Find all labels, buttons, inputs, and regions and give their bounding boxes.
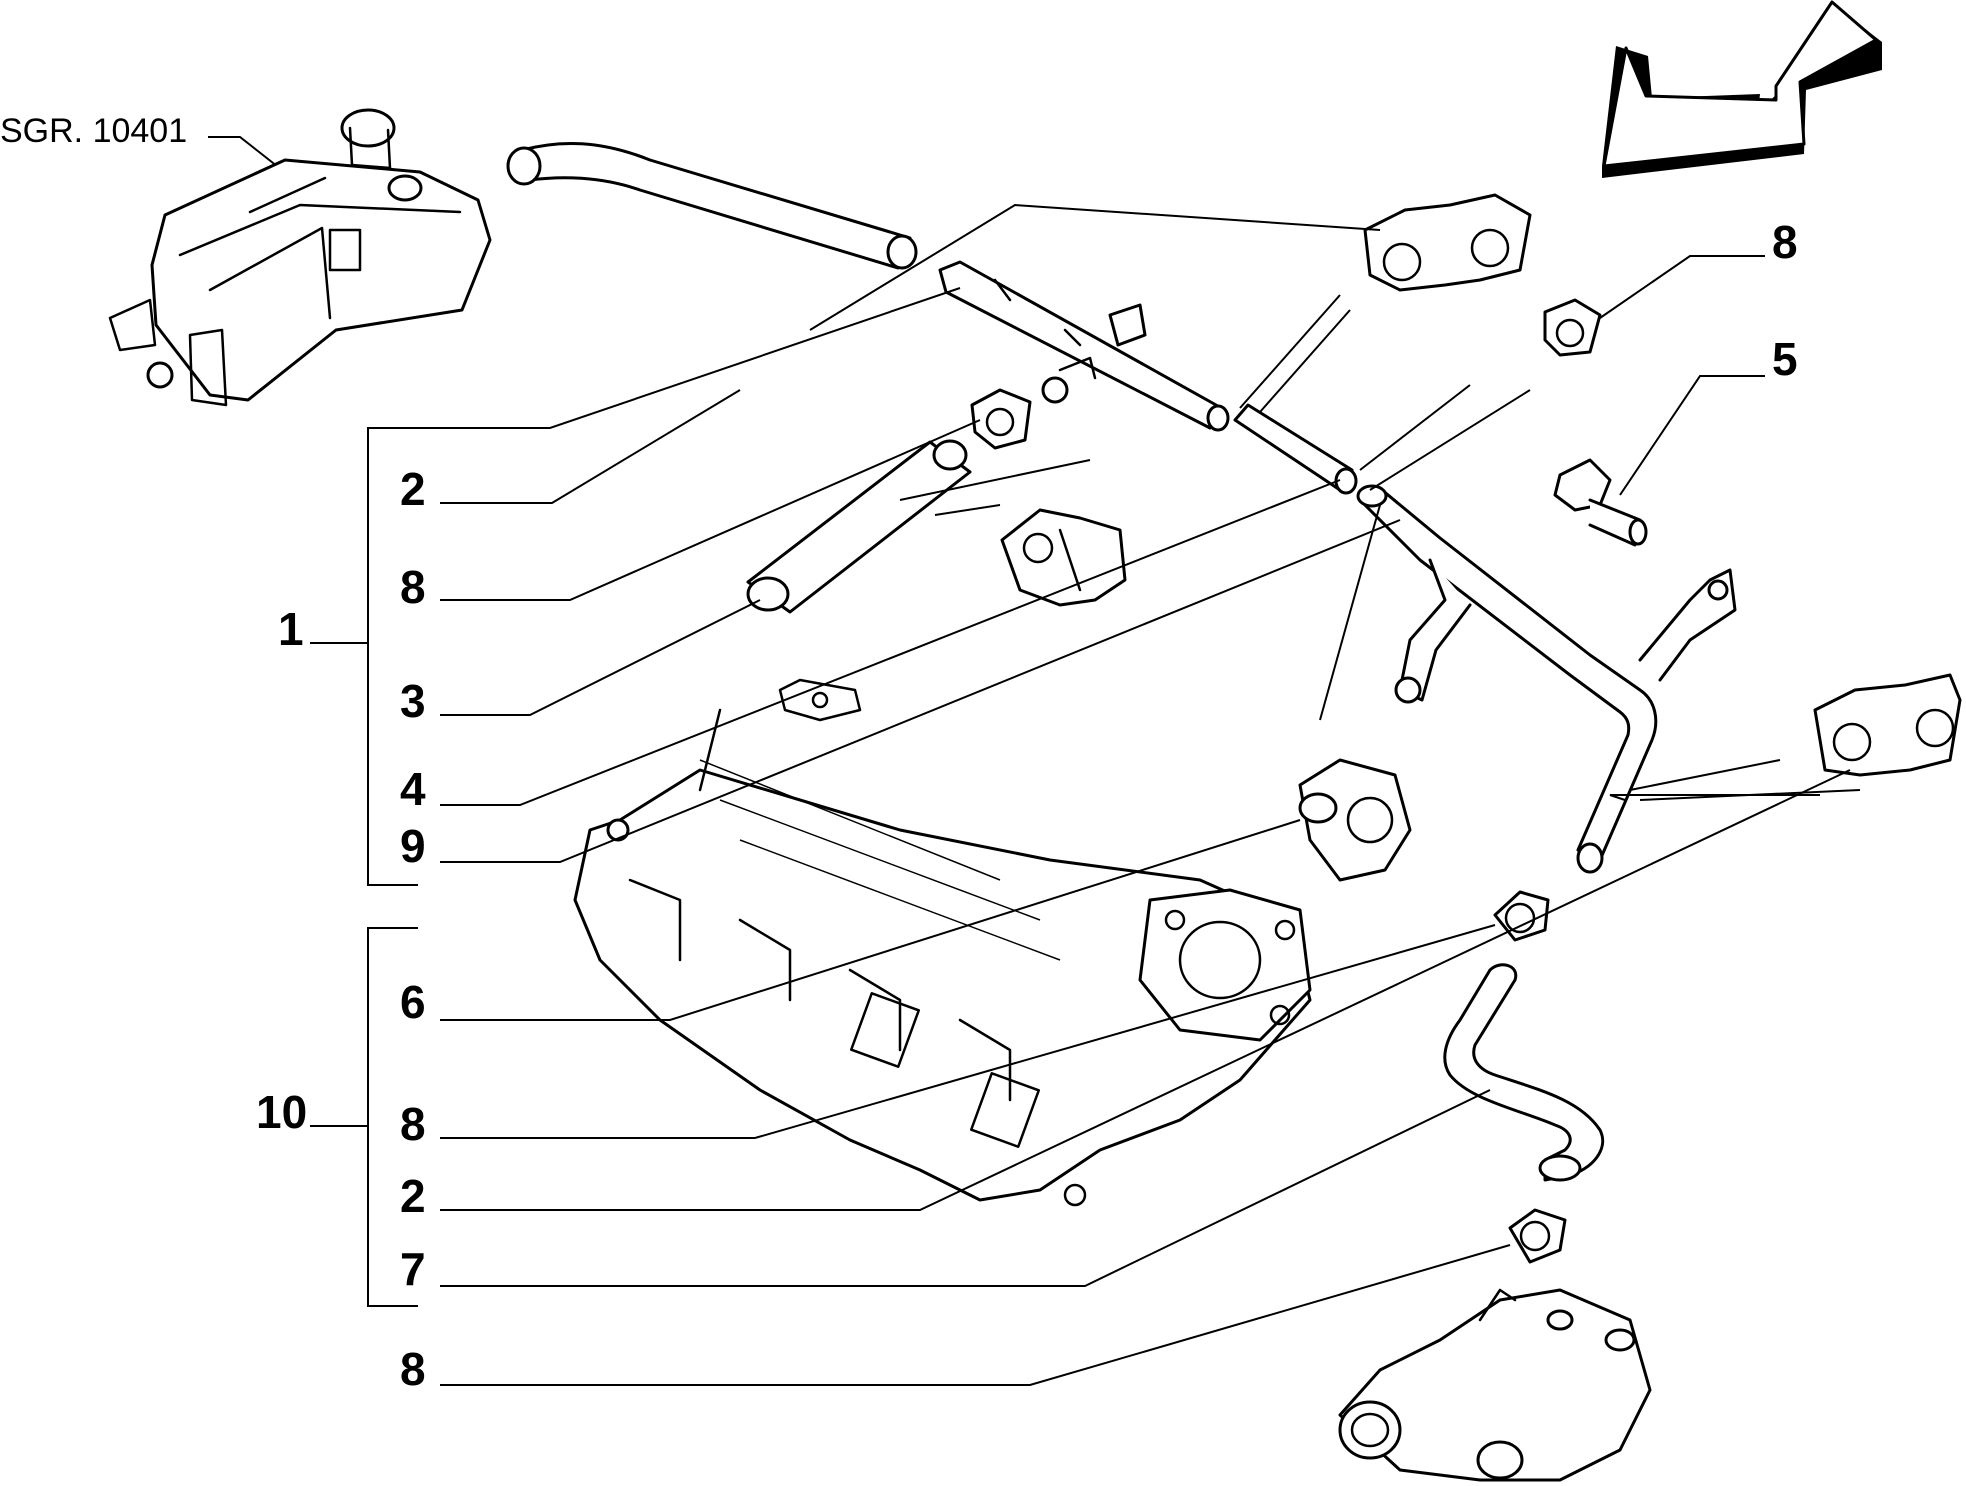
connector-tube bbox=[1233, 403, 1358, 495]
bolt bbox=[1553, 458, 1648, 547]
small-clip-left bbox=[970, 388, 1032, 450]
callout-8c: 8 bbox=[400, 1343, 426, 1395]
callout-5: 5 bbox=[1772, 333, 1798, 385]
twin-clip-top bbox=[1363, 193, 1532, 292]
callout-2b: 2 bbox=[400, 1170, 426, 1222]
upper-hose bbox=[506, 141, 918, 270]
clip-lower bbox=[1493, 890, 1550, 942]
expansion-tank bbox=[108, 108, 492, 407]
callout-8b: 8 bbox=[400, 1098, 426, 1150]
small-clip-right bbox=[1543, 298, 1602, 357]
callout-8-top: 8 bbox=[1772, 216, 1798, 268]
callout-8a: 8 bbox=[400, 561, 426, 613]
callout-7: 7 bbox=[400, 1243, 426, 1295]
metal-pipe-upper bbox=[938, 260, 1230, 432]
curved-hose bbox=[1443, 963, 1605, 1182]
thermostat-housing bbox=[1338, 1288, 1652, 1482]
callout-6: 6 bbox=[400, 976, 426, 1028]
thermostat-block bbox=[1298, 758, 1412, 882]
callout-10: 10 bbox=[256, 1086, 307, 1138]
bracket-clip bbox=[1000, 508, 1127, 607]
intake-manifold bbox=[573, 678, 1312, 1207]
metal-pipe-long bbox=[1356, 484, 1737, 874]
leader-lines bbox=[310, 203, 1861, 1386]
clip-bottom bbox=[1508, 1208, 1567, 1264]
reference-label: SGR. 10401 bbox=[0, 112, 187, 150]
callout-labels: 2 8 1 3 4 9 6 10 8 2 7 8 8 5 bbox=[256, 216, 1798, 1395]
reference-callout: SGR. 10401 bbox=[0, 112, 283, 171]
callout-3: 3 bbox=[400, 675, 426, 727]
callout-2a: 2 bbox=[400, 463, 426, 515]
twin-clip-right bbox=[1813, 673, 1962, 777]
direction-arrow bbox=[1602, 0, 1882, 178]
callout-1: 1 bbox=[278, 603, 304, 655]
callout-9: 9 bbox=[400, 820, 426, 872]
hose-straight bbox=[746, 439, 972, 614]
callout-4: 4 bbox=[400, 763, 426, 815]
